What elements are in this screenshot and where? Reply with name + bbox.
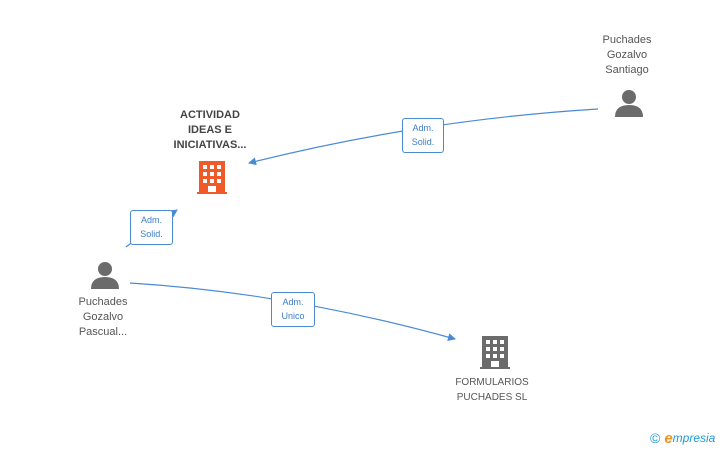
edge-label-person-top-company-main: Adm. Solid.: [402, 118, 444, 153]
company-main-label[interactable]: ACTIVIDAD IDEAS E INICIATIVAS...: [150, 108, 270, 153]
company-main-label-line: ACTIVIDAD: [180, 109, 240, 121]
person-icon[interactable]: [91, 262, 119, 289]
company-main-label-line: IDEAS E: [187, 124, 232, 136]
company-bottom-label-line: FORMULARIOS: [455, 377, 529, 388]
person-top-label-line: Gozalvo: [606, 49, 648, 61]
edge-label-person-left-company-main: Adm. Solid.: [130, 210, 173, 245]
person-icon[interactable]: [615, 90, 643, 117]
copyright-icon: ©: [650, 430, 661, 446]
edge-label-person-left-company-bottom: Adm. Unico: [271, 292, 315, 327]
person-left-label-line: Gozalvo: [82, 311, 124, 323]
company-bottom-label-line: PUCHADES SL: [456, 392, 528, 403]
person-left-label-line: Puchades: [78, 296, 128, 308]
brand-logo-text: mpresia: [672, 431, 716, 445]
edge-label-line: Adm.: [412, 123, 434, 133]
edge-label-line: Unico: [281, 311, 305, 321]
edge-label-line: Adm.: [282, 297, 304, 307]
person-left-label[interactable]: Puchades Gozalvo Pascual...: [53, 295, 153, 340]
brand-logo: © e mpresia: [650, 429, 715, 447]
building-icon[interactable]: [197, 161, 227, 194]
edge-label-line: Adm.: [140, 215, 162, 225]
company-bottom-label[interactable]: FORMULARIOS PUCHADES SL: [432, 375, 552, 405]
edge-label-line: Solid.: [411, 137, 435, 147]
company-main-label-line: INICIATIVAS...: [173, 139, 247, 151]
person-left-label-line: Pascual...: [78, 326, 128, 338]
person-top-label-line: Santiago: [605, 64, 649, 76]
edge-label-line: Solid.: [140, 229, 163, 239]
person-top-label[interactable]: Puchades Gozalvo Santiago: [577, 33, 677, 78]
brand-logo-initial: e: [664, 429, 673, 447]
building-icon[interactable]: [480, 336, 510, 369]
person-top-label-line: Puchades: [602, 34, 652, 46]
